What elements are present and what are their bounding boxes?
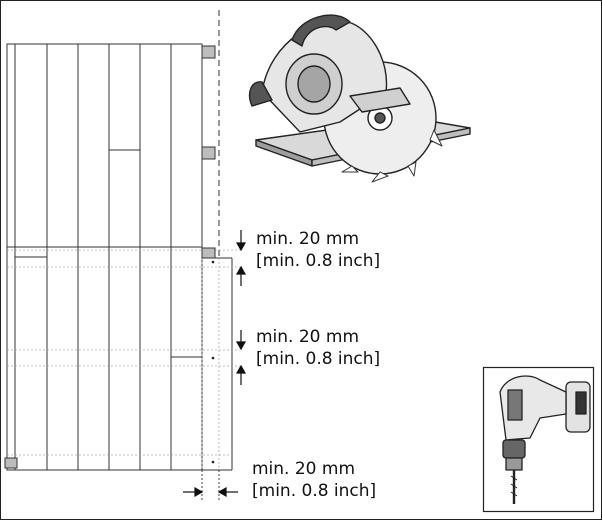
dimension-label-2-metric: min. 20 mm xyxy=(256,327,360,347)
dimension-label-2: min. 20 mm [min. 0.8 inch] xyxy=(256,326,380,370)
dimension-label-1-imperial: [min. 0.8 inch] xyxy=(256,251,381,271)
dimension-label-3-metric: min. 20 mm xyxy=(252,459,356,479)
dimension-label-2-imperial: [min. 0.8 inch] xyxy=(256,349,381,369)
guide-lines xyxy=(7,249,240,470)
dimension-label-1: min. 20 mm [min. 0.8 inch] xyxy=(256,228,380,272)
marker-dots xyxy=(211,260,215,464)
dimension-arrow-3 xyxy=(183,470,238,500)
circular-saw-icon xyxy=(248,14,471,183)
dimension-label-1-metric: min. 20 mm xyxy=(256,229,360,249)
dimension-label-3-imperial: [min. 0.8 inch] xyxy=(252,481,377,501)
dimension-arrow-2 xyxy=(235,330,247,385)
cordless-drill-icon xyxy=(499,375,591,504)
lower-wall-panel xyxy=(6,246,233,471)
dimension-arrow-1 xyxy=(235,230,247,286)
dimension-label-3: min. 20 mm [min. 0.8 inch] xyxy=(252,458,376,502)
mounting-clips xyxy=(4,45,216,469)
